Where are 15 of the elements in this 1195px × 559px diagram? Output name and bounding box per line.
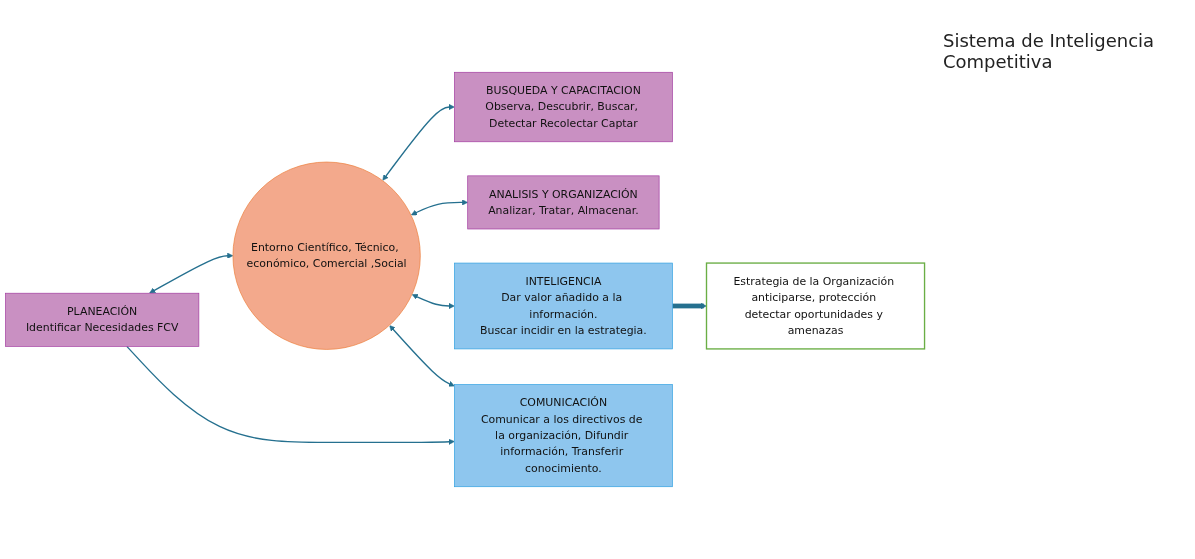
arrow — [389, 325, 455, 387]
arrow — [672, 303, 707, 309]
node-circle: Entorno Científico, Técnico, económico, Comercial ,Social — [232, 161, 421, 350]
node-box: INTELIGENCIA Dar valor añadido a la información. Buscar incidir en la estrategia. — [454, 262, 673, 350]
node-box: Estrategia de la Organización anticiparse, protección detectar oportunidades y amenazas — [705, 262, 926, 350]
node-box: BUSQUEDA Y CAPACITACION Observa, Descubrir, Buscar, Detectar Recolectar Captar — [454, 71, 673, 143]
note-text: Sistema de Inteligencia Competitiva — [943, 30, 1156, 72]
arrow — [126, 345, 455, 445]
arrow — [411, 294, 455, 309]
arrow — [411, 199, 468, 216]
node-box: PLANEACIÓN Identificar Necesidades FCV — [5, 292, 200, 347]
node-box: COMUNICACIÓN Comunicar a los directivos de la organización, Difundir información, Transferir conocimiento. — [454, 384, 673, 488]
arrow — [149, 252, 234, 294]
arrow — [382, 104, 455, 181]
node-box: ANALISIS Y ORGANIZACIÓN Analizar, Tratar, Almacenar. — [467, 175, 660, 230]
